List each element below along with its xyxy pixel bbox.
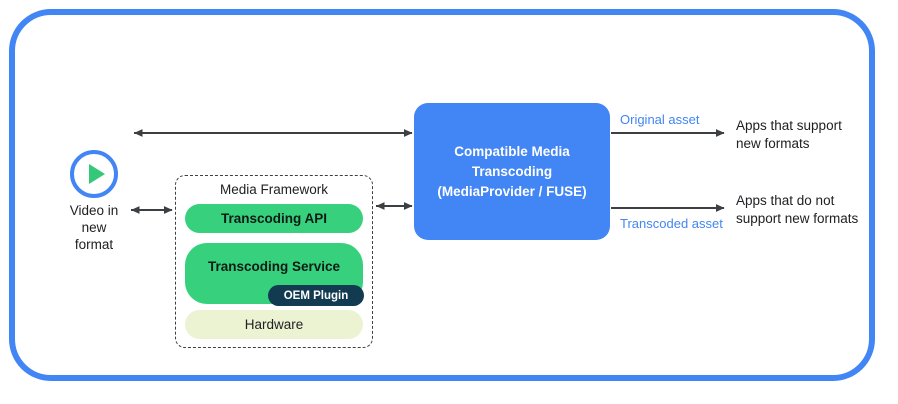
cmt-line1: Compatible Media [454,143,570,159]
video-source-caption-line2: new [81,220,107,235]
video-source-caption-line3: format [74,237,114,252]
nonsupporting-apps-line2: support new formats [736,211,859,226]
nonsupporting-apps-line1: Apps that do not [736,193,835,208]
cmt-line2: Transcoding [471,163,553,179]
layer-hardware[interactable]: Hardware [185,310,363,339]
compatible-media-transcoding-box[interactable]: Compatible Media Transcoding (MediaProvi… [414,103,610,240]
layer-transcoding-service-label: Transcoding Service [207,259,341,274]
supporting-apps-line1: Apps that support [736,118,842,133]
oem-plugin-label: OEM Plugin [283,289,349,302]
original-asset-label: Original asset [620,112,700,127]
compatible-media-transcoding-label: Compatible Media Transcoding (MediaProvi… [437,142,586,202]
transcoded-asset-label: Transcoded asset [620,216,723,231]
layer-transcoding-api[interactable]: Transcoding API [185,204,363,233]
supporting-apps-line2: new formats [736,136,810,151]
play-circle-ring [70,150,118,198]
nonsupporting-apps-label: Apps that do not support new formats [736,192,858,228]
outer-frame-border [9,9,875,381]
supporting-apps-label: Apps that support new formats [736,117,842,153]
oem-plugin-badge[interactable]: OEM Plugin [268,285,364,306]
video-source-caption-line1: Video in [69,203,119,218]
media-framework-title: Media Framework [219,182,329,197]
play-triangle-icon [89,164,105,184]
layer-hardware-label: Hardware [244,317,304,332]
video-source-caption: Video in new format [42,202,146,253]
cmt-line3: (MediaProvider / FUSE) [437,183,587,199]
play-circle-icon [70,150,118,198]
layer-transcoding-api-label: Transcoding API [220,211,328,226]
